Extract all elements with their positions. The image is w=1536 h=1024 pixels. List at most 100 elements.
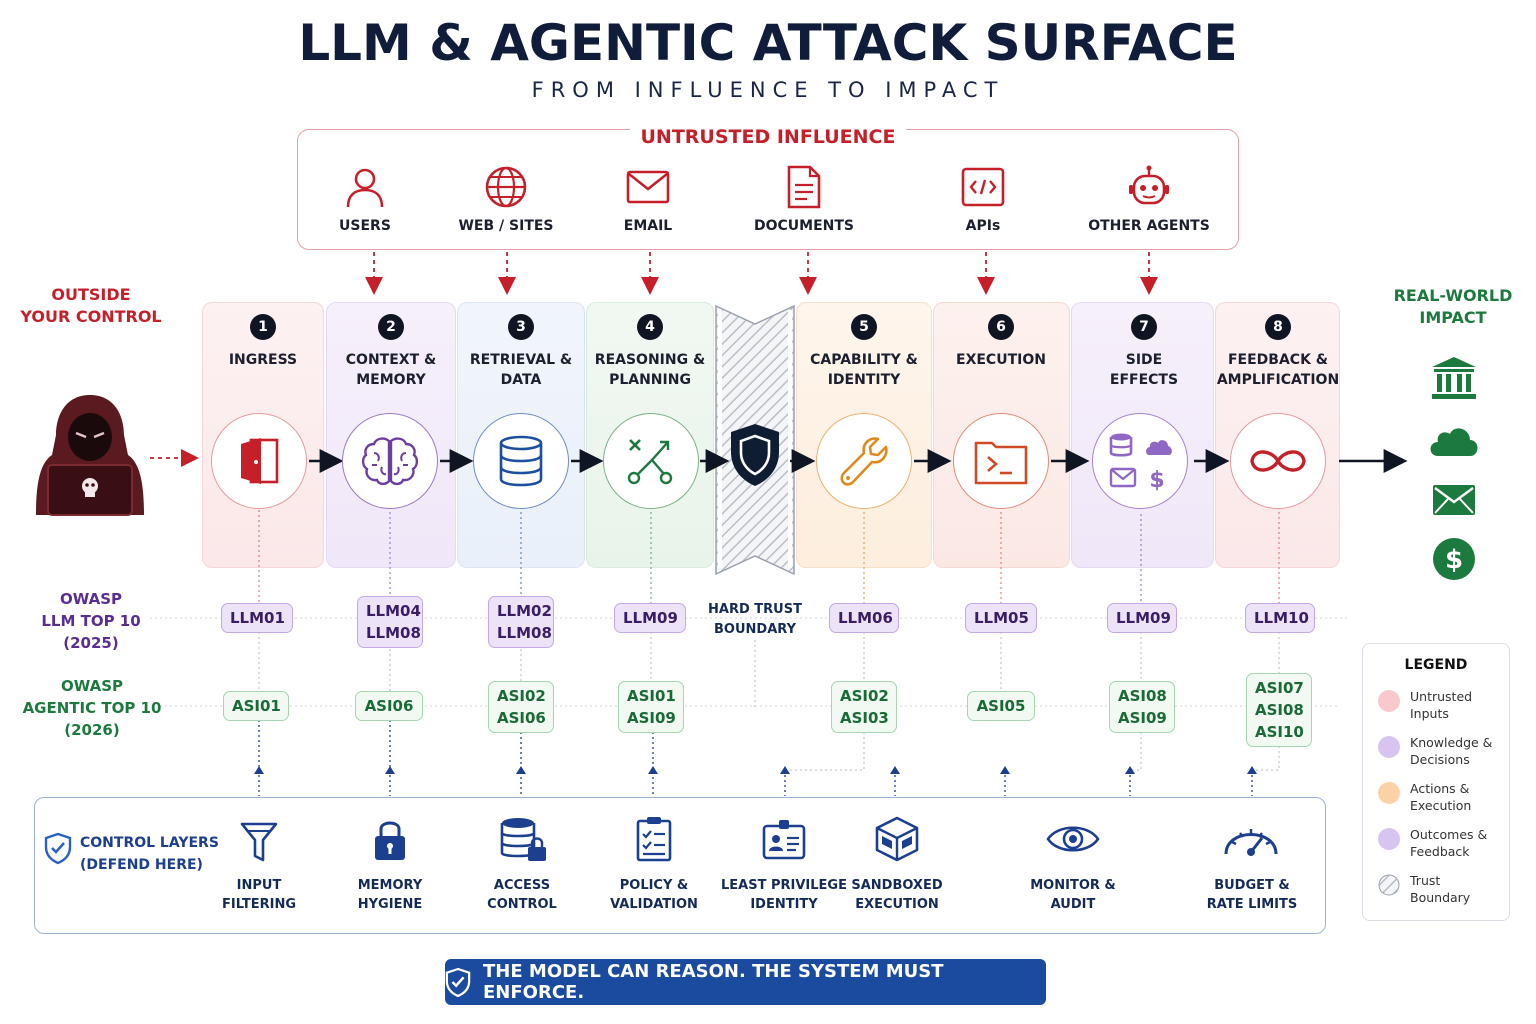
document-icon <box>787 165 821 209</box>
stage-4-label: REASONING &PLANNING <box>594 352 706 388</box>
untrusted-influence-panel <box>297 129 1239 250</box>
control-layers-panel <box>34 797 1326 934</box>
mail-icon <box>1433 485 1475 515</box>
dollar-icon: $ <box>1433 538 1475 580</box>
eye-icon <box>1046 826 1100 852</box>
source-label: EMAIL <box>623 218 673 234</box>
llm-tag-stage-8: LLM10 <box>1245 603 1315 633</box>
door-icon <box>241 438 279 484</box>
asi-tag-stage-6: ASI05 <box>967 691 1035 721</box>
source-label: OTHER AGENTS <box>1088 218 1210 234</box>
side-effects-icon: $ <box>1109 433 1172 493</box>
lock-icon <box>375 821 405 860</box>
infinity-icon <box>1250 450 1306 472</box>
stage-8-circle <box>1230 413 1326 509</box>
legend-item-actions: Actions &Execution <box>1410 781 1472 813</box>
terminal-icon <box>974 441 1028 485</box>
control-monitor-audit: MONITOR &AUDIT <box>1030 878 1116 912</box>
legend-dot-actions <box>1378 782 1400 804</box>
stage-1-number: 1 <box>250 314 276 340</box>
stage-8-label: FEEDBACK &AMPLIFICATION <box>1216 352 1340 388</box>
control-budget-rate-limits: BUDGET &RATE LIMITS <box>1206 878 1298 912</box>
stage-6-number: 6 <box>988 314 1014 340</box>
legend-dot-trust-boundary <box>1378 874 1400 896</box>
source-label: DOCUMENTS <box>753 218 854 234</box>
control-policy-validation: POLICY &VALIDATION <box>610 878 698 912</box>
footer-banner-text: THE MODEL CAN REASON. THE SYSTEM MUST EN… <box>483 961 944 1003</box>
bank-icon <box>1432 357 1476 399</box>
untrusted-influence-title: UNTRUSTED INFLUENCE <box>630 126 906 148</box>
control-layers-title: CONTROL LAYERS(DEFEND HERE) <box>80 835 219 873</box>
legend-item-knowledge: Knowledge &Decisions <box>1410 735 1493 767</box>
envelope-icon <box>626 170 670 204</box>
stage-1-circle <box>211 413 307 509</box>
shield-check-icon <box>445 967 471 998</box>
stage-6-circle <box>953 413 1049 509</box>
svg-text:$: $ <box>1445 545 1463 575</box>
legend-panel <box>1362 643 1510 921</box>
llm-tag-stage-7: LLM09 <box>1107 603 1177 633</box>
source-label: APIs <box>965 218 1001 234</box>
stage-5-number: 5 <box>851 314 877 340</box>
source-label: USERS <box>339 218 391 234</box>
page-subtitle: FROM INFLUENCE TO IMPACT <box>531 78 1005 102</box>
stage-5-circle <box>816 413 912 509</box>
outside-control-label: OUTSIDE YOUR CONTROL <box>20 285 162 326</box>
stage-2-label: CONTEXT &MEMORY <box>345 352 437 388</box>
shield-check-icon <box>44 832 72 865</box>
stage-3-number: 3 <box>508 314 534 340</box>
gauge-icon <box>1224 829 1278 856</box>
robot-icon <box>1129 165 1169 205</box>
llm-tag-stage-6: LLM05 <box>965 603 1037 633</box>
svg-text:$: $ <box>1149 468 1164 493</box>
filter-icon <box>240 822 278 862</box>
asi-tag-stage-1: ASI01 <box>223 691 289 721</box>
legend-dot-untrusted <box>1378 690 1400 712</box>
shield-icon <box>731 424 779 486</box>
llm-tag-stage-4: LLM09 <box>614 603 686 633</box>
stage-7-circle: $ <box>1092 413 1188 509</box>
legend-dot-outcomes <box>1378 828 1400 850</box>
page-title: LLM & AGENTIC ATTACK SURFACE <box>298 14 1238 72</box>
stage-6-label: EXECUTION <box>956 352 1046 368</box>
stage-4-circle <box>603 413 699 509</box>
footer-banner: THE MODEL CAN REASON. THE SYSTEM MUST EN… <box>445 959 1046 1005</box>
stage-3-label: RETRIEVAL &DATA <box>469 352 573 388</box>
planning-icon <box>627 439 673 485</box>
stage-2-circle <box>342 413 438 509</box>
database-icon <box>499 435 543 487</box>
cube-icon <box>875 816 919 862</box>
cloud-icon <box>1430 428 1478 456</box>
real-world-impact-label: REAL-WORLD IMPACT <box>1393 286 1513 327</box>
stage-2-number: 2 <box>378 314 404 340</box>
wrench-icon <box>840 437 888 486</box>
legend-dot-knowledge <box>1378 736 1400 758</box>
stage-8-number: 8 <box>1265 314 1291 340</box>
asi-tag-stage-2: ASI06 <box>355 691 423 721</box>
llm-tag-stage-1: LLM01 <box>221 603 293 633</box>
stage-5-label: CAPABILITY &IDENTITY <box>810 352 918 388</box>
stage-3-circle <box>473 413 569 509</box>
globe-icon <box>485 166 527 208</box>
stage-1-label: INGRESS <box>228 352 298 368</box>
hacker-icon <box>36 395 144 516</box>
